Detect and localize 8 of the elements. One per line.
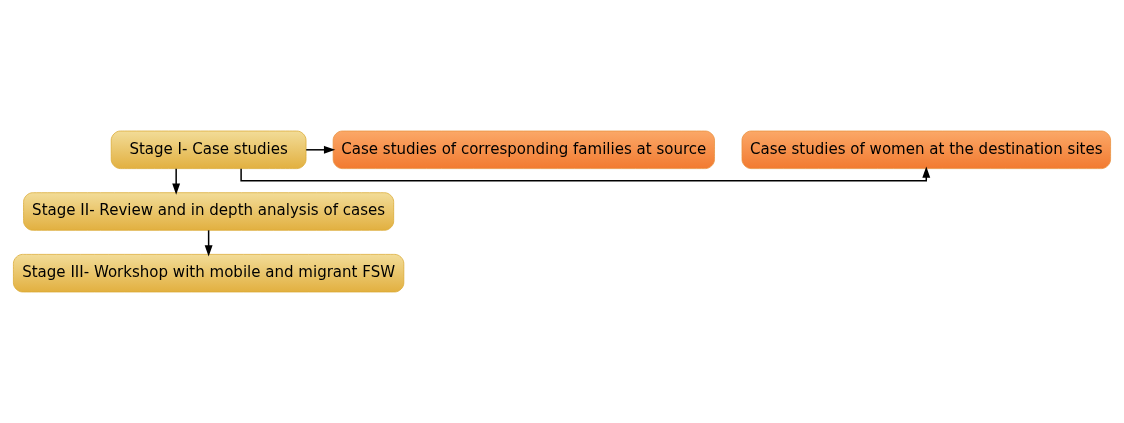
node-box: Stage I- Case studies (110, 130, 307, 169)
node-box: Stage II- Review and in depth analysis of cases (23, 192, 395, 231)
node-box: Case studies of women at the destination sites (741, 130, 1111, 169)
arrow (305, 145, 336, 154)
arrow (240, 166, 931, 182)
arrow (172, 167, 181, 195)
node-box: Stage III- Workshop with mobile and migrant FSW (13, 254, 405, 293)
node-box: Case studies of corresponding families at source (332, 130, 715, 169)
